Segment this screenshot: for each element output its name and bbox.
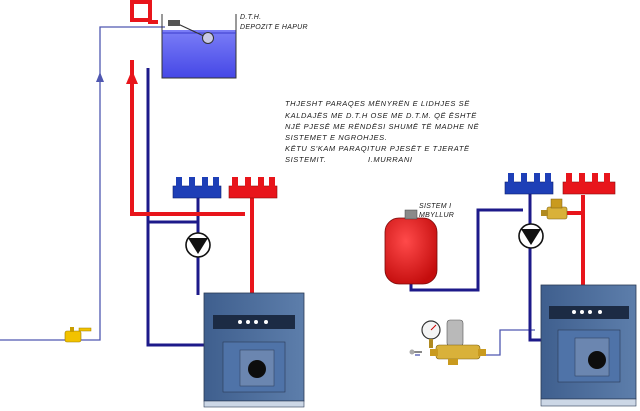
description-line-6: SISTEMIT. — [285, 155, 327, 164]
description-line-5: KËTU S'KAM PARAQITUR PJESËT E TJERATË — [285, 144, 470, 153]
hot-manifold-right — [562, 173, 616, 195]
description-line-3: NJË PJESË ME RËNDËSI SHUMË TË MADHE NË — [285, 122, 480, 131]
safety-pipe-arrow-icon — [126, 70, 138, 84]
cold-manifold-right — [504, 173, 554, 195]
pressure-gauge-icon — [421, 320, 441, 348]
closed-system-label-line1: SISTEM I — [419, 203, 452, 210]
feed-line — [0, 26, 165, 341]
circulation-pump-right-icon — [518, 223, 544, 249]
hot-manifold-left — [228, 177, 278, 199]
circulation-pump-left-icon — [185, 232, 211, 258]
feed-valve-icon — [64, 327, 92, 343]
closed-system-label-line2: MBYLLUR — [419, 212, 455, 219]
pressure-reducer-valve-icon — [430, 319, 486, 365]
tank-subtitle-label: DEPOZIT E HAPUR — [240, 24, 308, 31]
cold-return-pipes — [146, 68, 210, 370]
description-line-1: THJESHT PARAQES MËNYRËN E LIDHJES SË — [285, 99, 470, 108]
float-valve-icon — [168, 20, 214, 44]
tank-title-label: D.T.H. — [240, 14, 262, 21]
boiler-left — [203, 292, 305, 408]
cold-manifold-left — [172, 177, 222, 199]
feed-line-right — [415, 329, 535, 356]
closed-expansion-vessel — [384, 209, 438, 285]
drain-tap-icon — [409, 349, 422, 355]
hot-flow-pipes — [130, 0, 254, 295]
safety-valve-icon — [541, 198, 568, 220]
hot-flow-pipes-right — [565, 195, 585, 285]
boiler-right — [540, 284, 637, 407]
description-line-2: KALDAJËS ME D.T.H OSE ME D.T.M. QË ËSHTË — [285, 111, 477, 120]
open-expansion-tank — [161, 14, 237, 79]
author-label: I.MURRANI — [368, 155, 413, 164]
description-line-4: SISTEMET E NGROHJES. — [285, 133, 388, 142]
